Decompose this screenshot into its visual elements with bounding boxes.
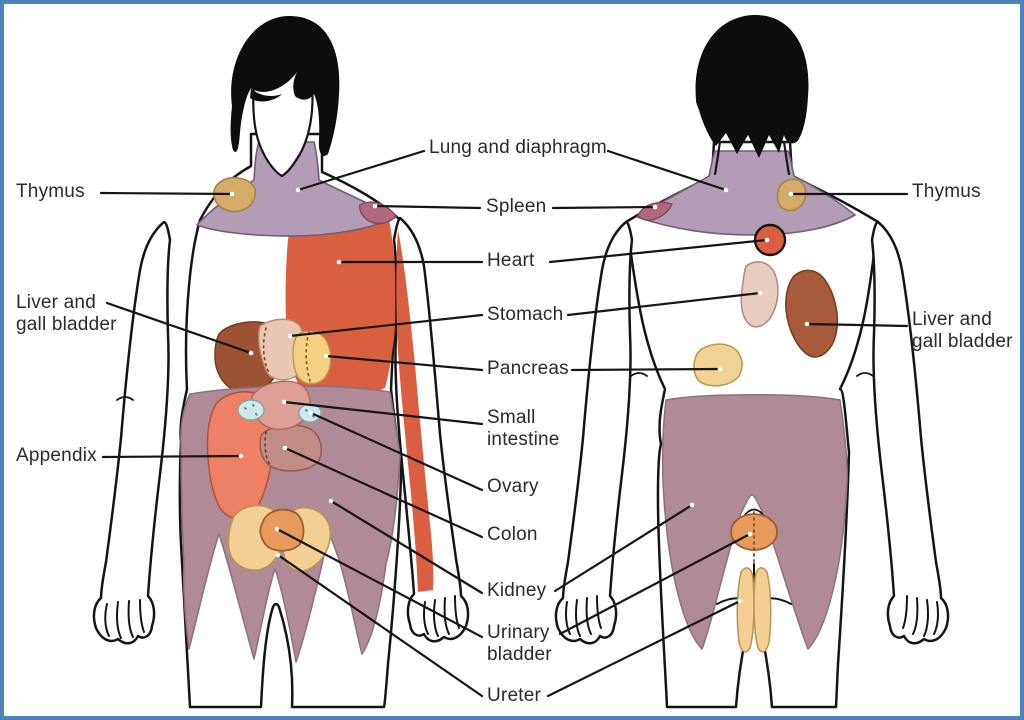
label-appendix: Appendix	[16, 445, 97, 466]
back-right-arm	[870, 220, 950, 645]
line-liver-right	[805, 322, 909, 328]
line-heart-back	[548, 238, 769, 264]
line-small-intestine	[282, 400, 484, 426]
front-thymus	[213, 176, 256, 213]
line-spleen-front	[373, 204, 482, 210]
front-pancreas	[292, 330, 332, 385]
line-bladder-front	[275, 527, 484, 639]
label-thymus-right: Thymus	[912, 181, 981, 202]
front-ovary-dots	[244, 404, 315, 418]
leader-endpoints	[229, 187, 810, 604]
back-ureter-left	[736, 567, 755, 653]
back-figure	[554, 14, 950, 709]
label-lung-and-diaphragm: Lung and diaphragm	[429, 137, 607, 158]
front-left-arm	[92, 220, 172, 645]
label-thymus-left: Thymus	[16, 181, 85, 202]
front-stomach-dashed-edge	[262, 327, 270, 374]
front-urinary-bladder	[259, 508, 305, 552]
back-liver	[785, 269, 839, 358]
back-left-arm	[554, 220, 634, 645]
back-neck-lines	[713, 140, 791, 176]
front-figure	[92, 15, 470, 709]
line-stomach-front	[288, 313, 484, 338]
back-elbow-creases	[630, 372, 874, 377]
back-right-hand-fingers	[902, 595, 939, 637]
line-lung-front	[296, 149, 426, 192]
back-ureter-right	[753, 567, 772, 653]
diagram-canvas	[92, 14, 950, 709]
leader-lines	[99, 149, 909, 698]
back-hair	[695, 14, 809, 159]
line-lung-back	[606, 149, 728, 192]
label-liver-gall-left: Liver and gall bladder	[16, 292, 117, 336]
front-colon-dashed-edge	[264, 431, 271, 466]
label-colon: Colon	[487, 524, 538, 545]
back-left-hand-fingers	[565, 595, 602, 637]
line-bladder-back	[558, 532, 752, 636]
front-right-arm	[392, 216, 470, 643]
line-ureter-front	[276, 553, 484, 698]
label-small-intestine: Small intestine	[487, 407, 560, 451]
front-ovary-left	[237, 399, 265, 421]
line-kidney-back	[553, 503, 694, 593]
back-kidney-region	[661, 394, 848, 650]
back-pancreas	[693, 343, 743, 387]
label-ovary: Ovary	[487, 476, 539, 497]
line-ureter-back	[546, 599, 742, 698]
label-heart: Heart	[487, 250, 535, 271]
label-kidney: Kidney	[487, 580, 547, 601]
front-right-hand-fingers	[423, 595, 460, 637]
front-pancreas-dashed-edge	[305, 331, 311, 382]
front-hair-fringe	[250, 66, 323, 102]
back-tailbone-line	[743, 508, 765, 517]
front-spleen	[359, 201, 397, 225]
label-urinary-bladder: Urinary bladder	[487, 622, 552, 666]
label-liver-gall-right: Liver and gall bladder	[912, 309, 1013, 353]
line-kidney-front	[329, 499, 484, 595]
label-ureter: Ureter	[487, 685, 541, 706]
label-spleen: Spleen	[486, 196, 547, 217]
line-pancreas-front	[324, 354, 484, 372]
label-pancreas: Pancreas	[487, 358, 569, 379]
front-left-hand-fingers	[104, 599, 145, 639]
line-ovary	[309, 411, 484, 492]
line-spleen-back	[551, 205, 657, 210]
back-heart	[753, 223, 787, 257]
line-stomach-back	[566, 291, 762, 317]
back-lung-diaphragm-region	[636, 150, 856, 236]
line-thymus-left	[99, 191, 234, 196]
line-appendix	[101, 454, 243, 459]
front-left-elbow-crease	[116, 396, 134, 401]
line-colon	[283, 446, 484, 539]
label-stomach: Stomach	[487, 304, 564, 325]
line-liver-left	[105, 301, 253, 355]
line-pancreas-back	[570, 367, 722, 372]
front-heart-arm-strip	[396, 230, 434, 592]
front-hair	[230, 15, 340, 157]
